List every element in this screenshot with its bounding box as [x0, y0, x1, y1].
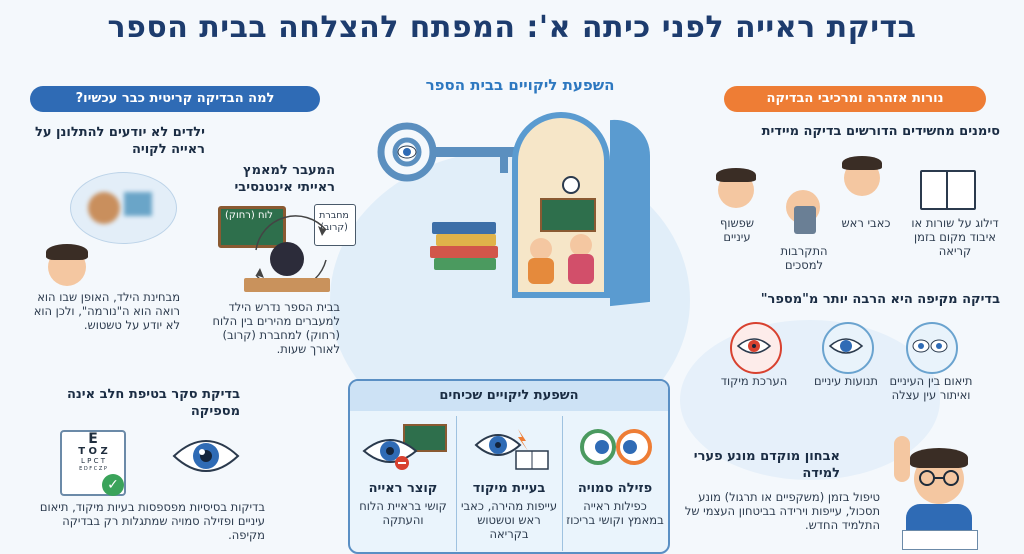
- thought-bubble: [70, 172, 177, 244]
- page-title: בדיקת ראייה לפני כיתה א': המפתח להצלחה ב…: [107, 10, 917, 45]
- book-stack-icon: [436, 234, 496, 246]
- board-label: לוח (רחוק): [225, 210, 273, 221]
- eye-blackboard-icon: [362, 424, 447, 470]
- key-icon: [377, 122, 532, 182]
- blurred-picture-icon: [124, 192, 152, 216]
- strabismus-title: פזילה סמויה: [577, 481, 653, 496]
- two-eyes-icon: [912, 339, 948, 353]
- sign-label: דילוג על שורות או איבוד מקום בזמן קריאה: [911, 216, 999, 258]
- child-hair: [46, 244, 88, 260]
- defects-box-title: השפעת ליקויים שכיחים: [350, 381, 668, 411]
- student-figure-body: [568, 254, 594, 284]
- screening-text: בדיקות בסיסיות מפספסות בעיות מיקוד, תיאו…: [39, 500, 265, 542]
- blurred-teddy-icon: [88, 192, 120, 224]
- transition-title: המעבר למאמץ ראייתי אינטנסיבי: [234, 163, 335, 195]
- book-stack-icon: [432, 222, 496, 234]
- kids-complain-text: מבחינת הילד, האופן שבו הוא רואה הוא ה"נו…: [33, 290, 180, 332]
- open-book-icon: [920, 170, 976, 210]
- early-diagnosis-text: טיפול בזמן (משקפיים או תרגול) מונע תסכול…: [684, 490, 880, 532]
- happy-child-hair: [910, 448, 968, 468]
- student-figure: [530, 238, 552, 260]
- defects-box: השפעת ליקויים שכיחים קוצר ראייה קושי ברא…: [348, 379, 670, 554]
- eye-chart-row: E: [88, 431, 98, 447]
- eye-chart-row: L P C T: [81, 457, 105, 465]
- classroom-board: [540, 198, 596, 232]
- sign-label: כאבי ראש: [841, 216, 891, 230]
- book-spine: [946, 170, 948, 210]
- tablet-icon: [794, 206, 816, 234]
- eye-movement-eye-icon: [828, 338, 864, 354]
- desk-icon: [244, 278, 330, 292]
- sign-label: שפשוף עיניים: [720, 216, 754, 244]
- check-badge-icon: ✓: [102, 474, 124, 496]
- book-stack-icon: [430, 246, 498, 258]
- center-title: השפעת ליקויים בבית הספר: [425, 76, 615, 94]
- myopia-text: קושי בראיית הלוח והעתקה: [359, 499, 447, 527]
- sign-label: התקרבות למסכים: [780, 244, 828, 272]
- early-diagnosis-title: אבחון מוקדם מונע פערי למידה: [693, 449, 840, 481]
- student-at-desk: [270, 242, 304, 276]
- binocular-coordination-icon: [906, 322, 958, 374]
- transition-text: בבית הספר נדרש הילד למעברים מהירים בין ה…: [212, 300, 341, 356]
- student-figure-body: [528, 258, 554, 284]
- kids-complain-title: ילדים לא יודעים להתלונן על ראייה לקויה: [35, 125, 205, 157]
- eye-icon: [172, 440, 240, 472]
- headache-child-hair: [842, 156, 882, 170]
- component-label: תנועות עיניים: [814, 374, 878, 388]
- target-eye-icon: [736, 338, 772, 354]
- raised-hand-icon: [894, 436, 910, 482]
- focus-text: עייפות מהירה, כאבי ראש וטשטוש בקריאה: [460, 499, 558, 541]
- eye-chart-row: E D F C Z P: [79, 466, 107, 472]
- column-divider: [456, 416, 457, 551]
- eye-book-icon: [474, 429, 549, 470]
- component-label: הערכת מיקוד: [720, 374, 788, 388]
- open-door-panel: [610, 115, 650, 307]
- book-stack-icon: [434, 258, 496, 270]
- student-figure: [570, 234, 592, 256]
- chalkboard-icon: [218, 206, 286, 248]
- myopia-title: קוצר ראייה: [368, 481, 438, 496]
- notebook-label: מחברת (קרוב): [319, 210, 349, 233]
- left-section-pill: למה הבדיקה קריטית כבר עכשיו?: [30, 86, 320, 112]
- strabismus-text: כפילות ראייה במאמץ וקושי בריכוז: [566, 499, 664, 527]
- component-label: תיאום בין העיניים ואיתור עין עצלה: [889, 374, 973, 402]
- comprehensive-title: בדיקה מקיפה היא הרבה יותר מ"מספר": [760, 292, 1000, 307]
- column-divider: [562, 416, 563, 551]
- crossed-eyes-icon: [580, 429, 652, 465]
- open-book-desk-icon: [902, 530, 978, 550]
- focus-title: בעיית מיקוד: [472, 481, 546, 496]
- eye-chart-row: T O Z: [78, 446, 108, 457]
- signs-title: סימנים מחשידים הדורשים בדיקה מיידית: [761, 124, 1000, 139]
- right-section-pill: נורות אזהרה ומרכיבי הבדיקה: [724, 86, 986, 112]
- screening-title: בדיקת סקר בטיפת חלב אינה מספיקה: [66, 387, 240, 419]
- glasses-icon: [919, 470, 959, 486]
- rubbing-eyes-child-hair: [716, 168, 756, 182]
- clock-icon: [562, 176, 580, 194]
